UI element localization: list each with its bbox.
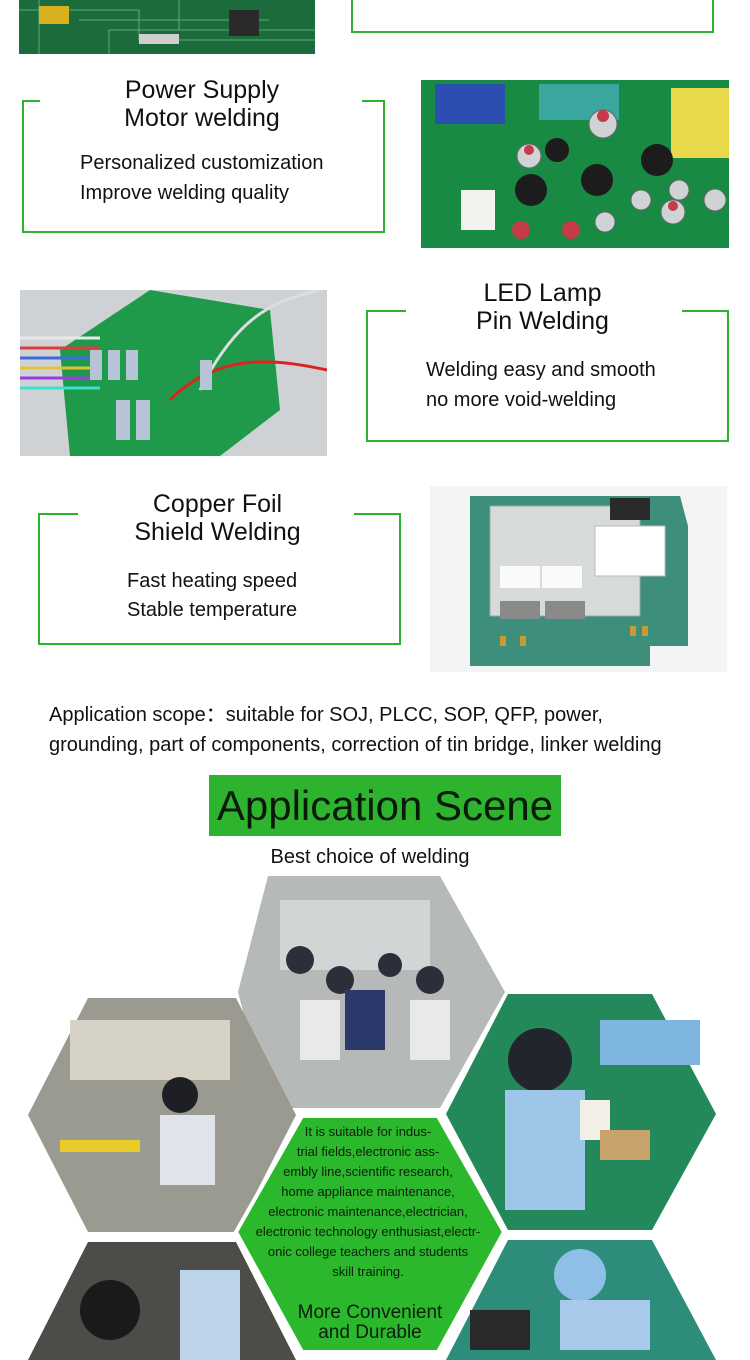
workbench-photo-hexagon xyxy=(28,998,296,1232)
power-supply-board-photo xyxy=(421,80,729,248)
soldering-worker-photo-hexagon xyxy=(446,994,716,1230)
application-scene-hexagon-collage xyxy=(28,876,716,1360)
feature-title-led-lamp: LED Lamp Pin Welding xyxy=(476,279,609,335)
application-scope-text: Application scope：suitable for SOJ, PLCC… xyxy=(49,704,662,756)
application-scene-description: It is suitable for indus- trial fields,e… xyxy=(255,1124,481,1279)
feature-line-2: Stable temperature xyxy=(127,599,298,621)
copper-foil-board-photo xyxy=(430,486,727,672)
student-photo-hexagon xyxy=(28,1242,296,1360)
led-lamp-board-photo xyxy=(20,290,327,456)
feature-line-2: no more void-welding xyxy=(426,389,617,411)
center-info-hexagon xyxy=(233,1114,507,1354)
workshop-photo-hexagon xyxy=(238,876,505,1108)
pcb-photo-top xyxy=(19,0,315,54)
feature-line-1: Personalized customization xyxy=(80,152,324,174)
feature-line-1: Welding easy and smooth xyxy=(426,359,656,381)
feature-frame-led-lamp xyxy=(366,309,729,442)
feature-frame-copper-foil xyxy=(38,512,401,645)
application-scene-title: Application Scene xyxy=(209,775,561,836)
feature-frame-top-partial xyxy=(351,0,714,33)
lab-worker-photo-hexagon xyxy=(446,1240,716,1360)
feature-line-2: Improve welding quality xyxy=(80,182,289,204)
feature-frame-power-supply xyxy=(22,99,385,233)
feature-title-power-supply: Power Supply Motor welding xyxy=(124,76,280,132)
application-scene-caption: More Convenient and Durable xyxy=(297,1302,443,1343)
application-scene-subtitle: Best choice of welding xyxy=(270,846,470,868)
feature-line-1: Fast heating speed xyxy=(127,570,298,592)
feature-title-copper-foil: Copper Foil Shield Welding xyxy=(134,490,301,546)
